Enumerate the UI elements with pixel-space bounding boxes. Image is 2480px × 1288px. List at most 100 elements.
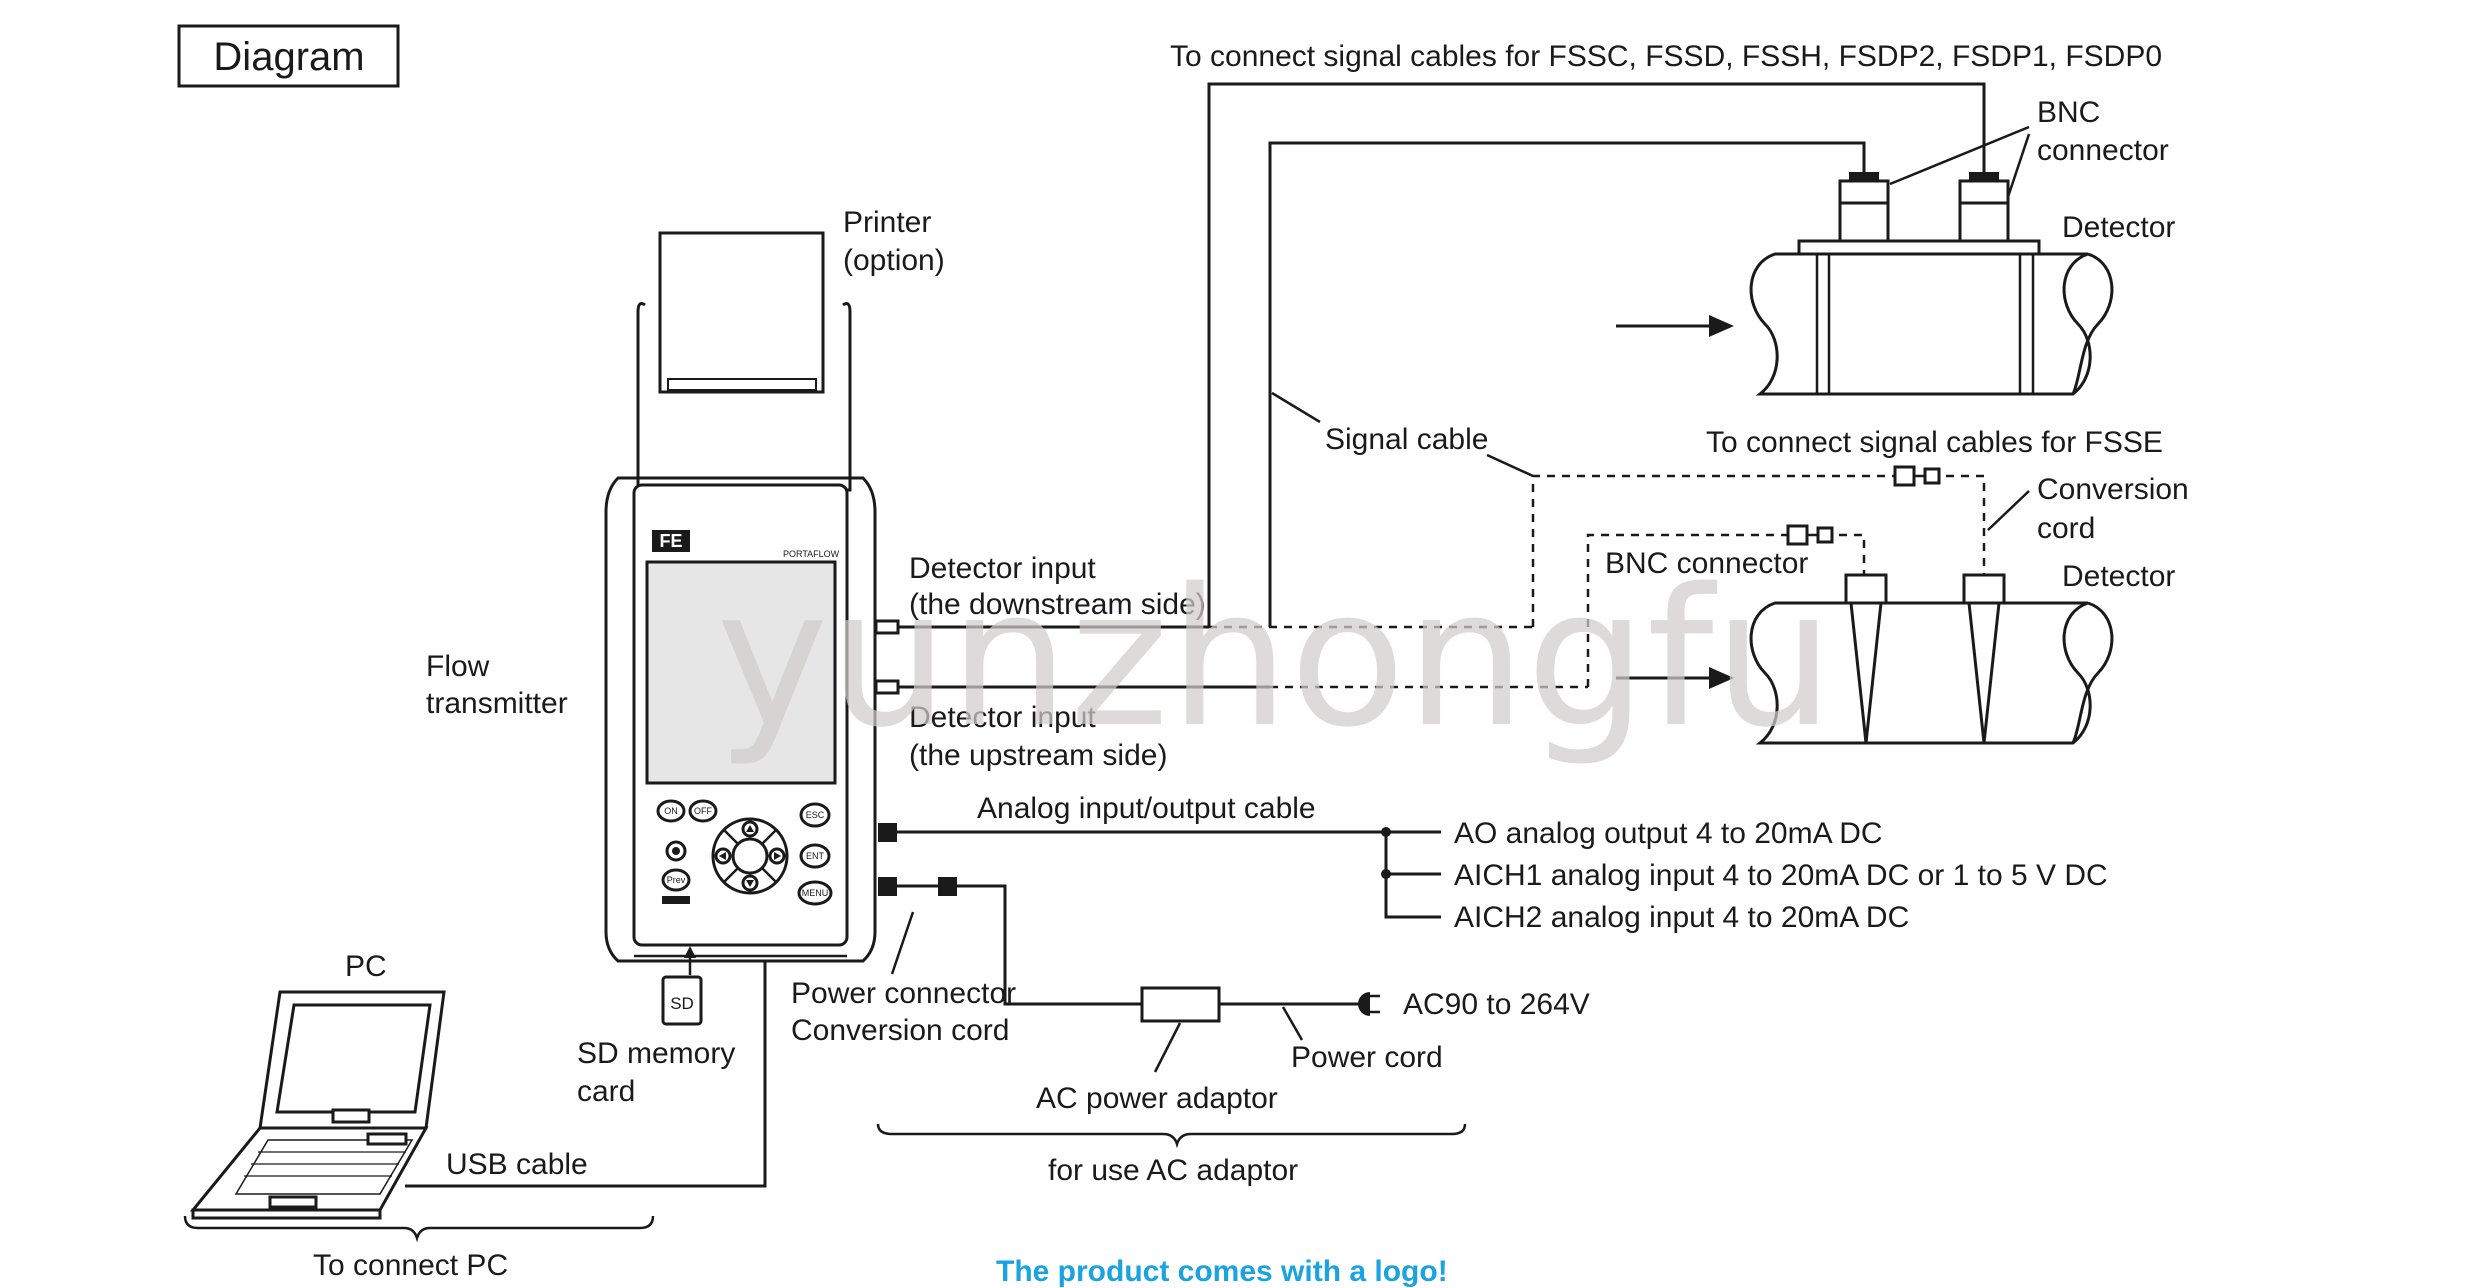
flow-transmitter: FE PORTAFLOW ON OFF Prev <box>604 476 877 963</box>
arrow-left-icon <box>719 852 726 860</box>
direction-pad[interactable] <box>711 817 789 895</box>
arrow-down-icon <box>746 880 754 887</box>
sd-card-label-1: SD memory <box>577 1037 735 1070</box>
flow-transmitter-label-2: transmitter <box>426 687 568 720</box>
diagram-title: Diagram <box>213 35 364 79</box>
analog-port <box>878 823 897 842</box>
printer-label-1: Printer <box>843 206 931 239</box>
detector-top-label: Detector <box>2062 211 2175 244</box>
power-conversion-cord <box>957 884 1142 1006</box>
flow-arrowhead-bottom <box>1709 667 1734 689</box>
device-logo: FE <box>659 531 682 551</box>
arrow-up-icon <box>746 825 754 832</box>
key-light[interactable] <box>665 840 687 862</box>
transducer-block-right <box>1958 201 2010 243</box>
conversion-cord-label-2: cord <box>2037 512 2095 545</box>
power-port <box>878 877 897 896</box>
fsse-inner-dashed-right <box>1839 533 1866 575</box>
ac-adaptor-leader <box>1153 1022 1182 1073</box>
printer-label-2: (option) <box>843 244 945 277</box>
usb-cable-label: USB cable <box>446 1148 588 1181</box>
ac-adaptor-brace <box>876 1123 1467 1149</box>
svg-text:ESC: ESC <box>806 810 825 820</box>
fsse-outer-dashed <box>1531 474 1895 627</box>
bnc-connector-top-label-2: connector <box>2037 134 2169 167</box>
power-connector-leader <box>890 911 915 975</box>
usb-cable <box>405 961 767 1188</box>
signal-cable-label: Signal cable <box>1325 423 1488 456</box>
detector-bottom-label: Detector <box>2062 560 2175 593</box>
fsse-inner-dashed <box>1586 533 1788 687</box>
pipe-top <box>1749 239 2114 396</box>
signal-cable-leader <box>1271 391 1321 424</box>
power-cord-leader <box>1281 1006 1304 1041</box>
title-box <box>177 24 400 88</box>
svg-text:ON: ON <box>664 806 678 816</box>
logo-note: The product comes with a logo! <box>996 1255 1448 1288</box>
pipe-bottom <box>1749 573 2114 745</box>
fss-outer-cable <box>1207 82 1986 627</box>
device-model-label: PORTAFLOW <box>783 549 840 559</box>
svg-text:Prev: Prev <box>667 875 686 885</box>
flow-arrowhead-top <box>1709 315 1734 337</box>
watermark: yunzhongfu <box>716 548 1834 769</box>
bnc-connector-top-right <box>1958 172 2010 205</box>
detector-input-up-label-2: (the upstream side) <box>909 739 1167 772</box>
key-off[interactable]: OFF <box>688 799 718 823</box>
fsse-outer-dashed-right <box>1946 474 1986 575</box>
aich2-input-label: AICH2 analog input 4 to 20mA DC <box>1454 901 1909 934</box>
clamp-rail <box>1797 239 2041 256</box>
svg-text:ENT: ENT <box>806 851 825 861</box>
detector-input-up-label-1: Detector input <box>909 701 1096 734</box>
bnc-connector-mid <box>1786 524 1834 546</box>
fss-inner-cable <box>1268 141 1866 627</box>
sd-card-icon <box>661 975 703 1026</box>
power-connector-plug <box>938 877 957 896</box>
ac-power-adaptor <box>1140 986 1221 1023</box>
signal-cable-leader-2 <box>1486 453 1534 478</box>
printer <box>636 231 852 492</box>
transducer-block-left <box>1838 201 1890 243</box>
svg-text:OFF: OFF <box>694 806 712 816</box>
detector-input-down-label-2: (the downstream side) <box>909 588 1206 621</box>
fss-signal-note: To connect signal cables for FSSC, FSSD,… <box>1170 40 2162 73</box>
transmitter-screen <box>645 560 837 785</box>
key-esc[interactable]: ESC <box>799 802 831 828</box>
sd-chip-label: SD <box>670 994 694 1013</box>
pc-laptop <box>189 990 446 1220</box>
device-logo-badge <box>652 530 690 552</box>
key-on[interactable]: ON <box>656 799 686 823</box>
conversion-cord-connector <box>1893 465 1941 487</box>
sd-card-label-2: card <box>577 1075 635 1108</box>
conversion-cord-leader <box>1987 490 2030 531</box>
bnc-leader-1 <box>1889 125 2030 186</box>
power-cord-label: Power cord <box>1291 1041 1443 1074</box>
conversion-cord-label-1: Conversion <box>2037 473 2189 506</box>
pc-brace <box>183 1215 655 1243</box>
pc-label: PC <box>345 950 387 983</box>
bnc-connector-top-label-1: BNC <box>2037 96 2100 129</box>
aich1-input-label: AICH1 analog input 4 to 20mA DC or 1 to … <box>1454 859 2108 892</box>
detector-input-down-label-1: Detector input <box>909 552 1096 585</box>
ao-output-label: AO analog output 4 to 20mA DC <box>1454 817 1883 850</box>
for-ac-adaptor-label: for use AC adaptor <box>1048 1154 1298 1187</box>
ac-adaptor-label: AC power adaptor <box>1036 1082 1278 1115</box>
power-connector-label-1: Power connector <box>791 977 1016 1010</box>
key-prev[interactable]: Prev <box>661 868 691 892</box>
bnc-connector-mid-label: BNC connector <box>1605 547 1808 580</box>
power-connector-label-2: Conversion cord <box>791 1014 1009 1047</box>
ac-plug-icon <box>1352 992 1380 1016</box>
bnc-leader-2 <box>2006 133 2031 198</box>
ac-voltage-label: AC90 to 264V <box>1403 988 1590 1021</box>
svg-text:MENU: MENU <box>802 888 829 898</box>
key-menu[interactable]: MENU <box>797 880 833 906</box>
fsse-note: To connect signal cables for FSSE <box>1706 426 2163 459</box>
analog-branch <box>1384 832 1441 919</box>
flow-transmitter-label-1: Flow <box>426 650 490 683</box>
bnc-connector-top-left <box>1838 172 1890 205</box>
analog-cable-label: Analog input/output cable <box>977 792 1316 825</box>
arrow-right-icon <box>774 852 781 860</box>
key-ent[interactable]: ENT <box>799 843 831 869</box>
